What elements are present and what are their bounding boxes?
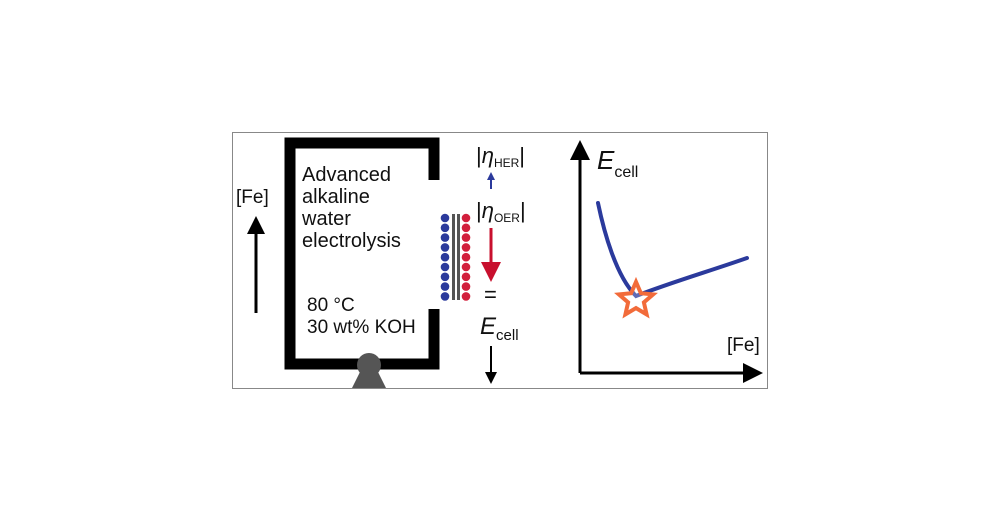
- her-label-text: |ηHER|: [476, 143, 525, 170]
- anode-bead: [461, 223, 471, 233]
- her-subscript: HER: [494, 156, 520, 170]
- title-line-1: Advanced: [302, 164, 391, 186]
- cathode-bead: [440, 233, 450, 242]
- mid-cell-subscript: cell: [496, 327, 519, 344]
- condition-electrolyte: 30 wt% KOH: [307, 317, 416, 338]
- anode-dots: [461, 213, 471, 301]
- oer-label-text: |ηOER|: [476, 198, 526, 225]
- title-line-3: water: [301, 208, 351, 230]
- ecell-down-arrow-head: [485, 372, 497, 384]
- anode-bead: [461, 272, 471, 282]
- anode-bead: [461, 233, 471, 242]
- condition-temperature: 80 °C: [307, 295, 355, 316]
- optimum-star-icon: [614, 276, 658, 319]
- her-bar-right: |: [519, 143, 525, 168]
- cathode-bead: [440, 262, 450, 272]
- cathode-bead: [440, 272, 450, 282]
- electrode-stack: [440, 213, 471, 301]
- oer-subscript: OER: [494, 211, 520, 225]
- oer-arrow-head: [481, 262, 501, 282]
- her-eta: η: [482, 143, 494, 168]
- y-axis-arrow-head: [570, 140, 590, 160]
- anode-bead: [461, 213, 471, 223]
- anode-bead: [461, 243, 471, 252]
- anode-bead: [461, 252, 471, 262]
- fe-increase-arrow-head: [247, 216, 265, 234]
- oer-eta: η: [482, 198, 494, 223]
- oer-bar-left: |: [476, 198, 482, 223]
- cathode-bead: [440, 252, 450, 262]
- cathode-plate: [452, 214, 455, 300]
- anode-bead: [461, 282, 471, 291]
- fe-axis-label: [Fe]: [236, 187, 269, 208]
- oer-overpotential-label: |ηOER|: [476, 198, 526, 225]
- figure-border: [232, 132, 768, 389]
- cathode-bead: [440, 223, 450, 233]
- mid-e-symbol: E: [480, 313, 497, 340]
- anode-bead: [461, 292, 471, 301]
- x-axis-label: [Fe]: [727, 335, 760, 356]
- x-axis-arrow-head: [743, 363, 763, 383]
- title-line-2: alkaline: [302, 186, 370, 208]
- cathode-dots: [440, 213, 450, 301]
- cathode-bead: [440, 282, 450, 291]
- electrolyzer-frame: [284, 137, 440, 370]
- cathode-bead: [440, 243, 450, 252]
- her-overpotential-label: |ηHER|: [476, 143, 525, 170]
- oer-bar-right: |: [520, 198, 526, 223]
- equals-sign: =: [484, 282, 497, 307]
- cathode-bead: [440, 292, 450, 301]
- anode-plate: [457, 214, 460, 300]
- y-cell-subscript: cell: [614, 164, 638, 181]
- y-axis-label: Ecell: [597, 145, 638, 181]
- pump-icon: [352, 353, 386, 388]
- ecell-vs-fe-curve: [596, 201, 749, 299]
- mid-ecell-label: Ecell: [480, 313, 519, 344]
- her-bar-left: |: [476, 143, 482, 168]
- her-arrow-head: [487, 172, 495, 180]
- title-line-4: electrolysis: [302, 230, 401, 252]
- y-e-symbol: E: [597, 145, 615, 175]
- anode-bead: [461, 262, 471, 272]
- cathode-bead: [440, 213, 450, 223]
